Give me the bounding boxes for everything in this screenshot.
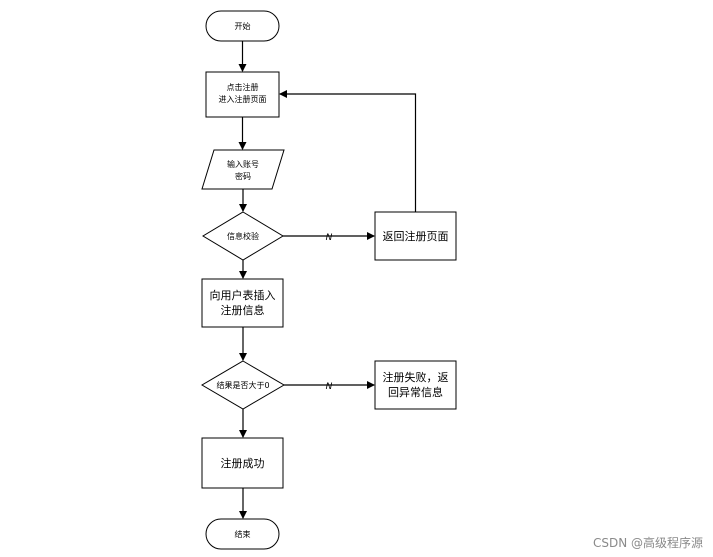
register-success-node: 注册成功 [201,437,284,489]
insert-user-node: 向用户表插入 注册信息 [201,278,284,328]
return-register-label: 返回注册页面 [383,229,449,243]
result-check-label: 结果是否大于0 [216,380,269,390]
click-register-line-2: 进入注册页面 [219,94,267,104]
input-account-line-1: 输入账号 [227,159,259,169]
edge-return-to-click [279,90,417,212]
register-fail-line-2: 回异常信息 [388,385,443,399]
register-fail-line-1: 注册失败，返 [383,370,449,384]
edge-result-no-label: N [326,382,333,392]
return-register-node: 返回注册页面 [374,211,457,261]
watermark: CSDN @高级程序源 [592,536,703,550]
end-node: 结束 [205,518,280,550]
register-success-label: 注册成功 [221,456,265,470]
register-fail-node: 注册失败，返 回异常信息 [374,360,457,410]
click-register-line-1: 点击注册 [227,82,259,92]
click-register-node: 点击注册 进入注册页面 [205,71,280,118]
end-label: 结束 [235,529,251,539]
validate-label: 信息校验 [227,231,259,241]
start-node: 开始 [205,10,280,42]
input-account-node: 输入账号 密码 [201,149,285,190]
insert-user-line-1: 向用户表插入 [210,288,276,302]
start-label: 开始 [235,21,251,31]
insert-user-line-2: 注册信息 [221,303,265,317]
edge-validate-no-label: N [326,233,333,243]
validate-decision-node: 信息校验 [202,211,284,261]
result-check-decision-node: 结果是否大于0 [201,360,285,410]
input-account-line-2: 密码 [235,171,251,181]
